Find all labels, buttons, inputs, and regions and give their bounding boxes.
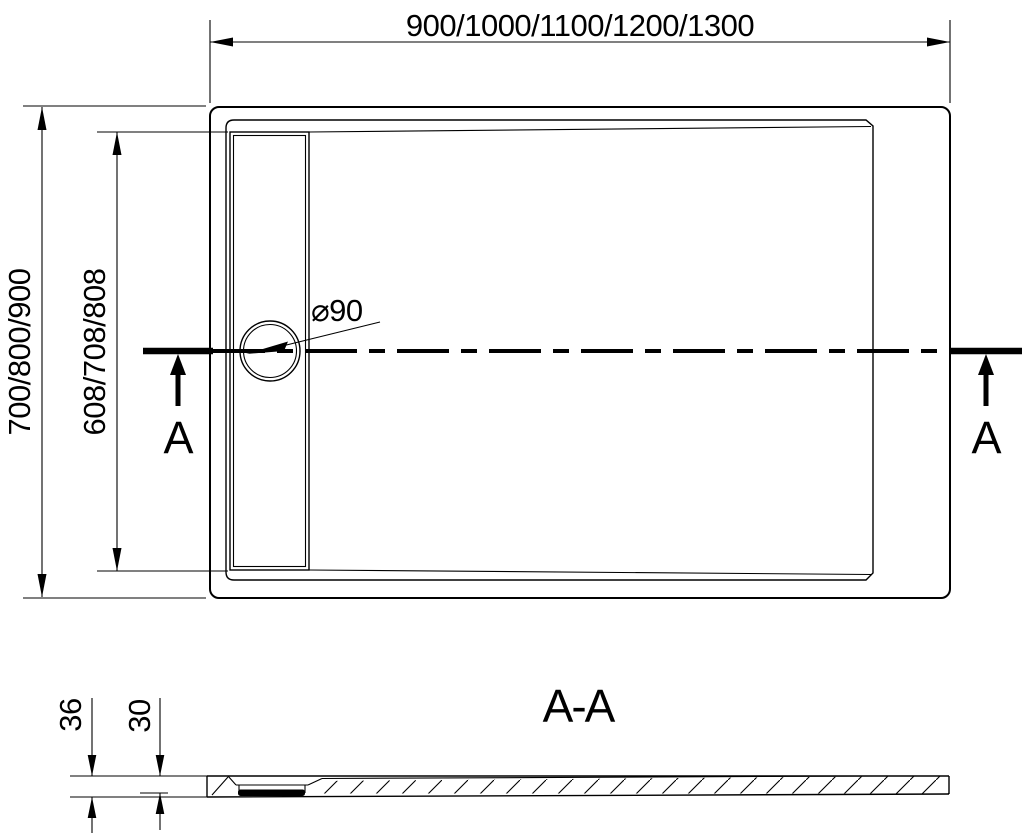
drain: ⌀90 xyxy=(239,293,381,382)
section-marker-left-label: A xyxy=(163,412,193,463)
inner-height-label: 30 xyxy=(122,699,157,733)
arrowhead-left xyxy=(210,37,233,47)
hatch-line-left-block xyxy=(211,776,229,796)
inner-height-dimension-label: 608/708/808 xyxy=(77,269,112,436)
section-arrowhead xyxy=(978,354,994,375)
section-view: A-A 36 30 xyxy=(53,680,950,833)
total-height-label: 36 xyxy=(53,698,88,731)
height-dimension: 700/800/900 xyxy=(2,105,206,599)
arrowhead-top xyxy=(37,107,47,130)
drain-funnel-slope xyxy=(227,775,237,786)
drain-diameter-label: ⌀90 xyxy=(311,293,363,328)
arrowhead-up xyxy=(155,793,165,814)
bottom-line xyxy=(206,793,950,798)
width-dimension-label: 900/1000/1100/1200/1300 xyxy=(406,8,754,43)
arrowhead-bottom xyxy=(37,574,47,597)
section-marker-right-label: A xyxy=(971,412,1001,463)
section-arrowhead xyxy=(170,354,186,375)
floor-slope-line-top xyxy=(308,125,872,133)
plan-view: 900/1000/1100/1200/1300 700/800/900 608/… xyxy=(2,8,1022,599)
section-title: A-A xyxy=(543,680,616,732)
arrowhead-down xyxy=(155,755,165,776)
width-dimension: 900/1000/1100/1200/1300 xyxy=(209,8,951,103)
height-dimension-label: 700/800/900 xyxy=(2,268,37,435)
tray-rim-inner-edge xyxy=(225,119,874,581)
arrowhead-up xyxy=(87,797,97,818)
inner-height-dimension: 608/708/808 xyxy=(77,131,228,572)
arrowhead-right xyxy=(927,37,950,47)
section-marker-right: A xyxy=(971,354,1002,463)
arrowhead-bottom xyxy=(112,548,122,571)
arrowhead-down xyxy=(87,755,97,776)
hatched-cross-section xyxy=(318,776,949,794)
total-height-dimension: 36 xyxy=(53,698,207,833)
section-profile xyxy=(206,775,950,798)
arrowhead-top xyxy=(112,132,122,155)
inner-height-dimension-section: 30 xyxy=(122,698,168,830)
floor-slope-line-bottom xyxy=(308,569,872,576)
section-marker-left: A xyxy=(163,354,194,463)
drain-exit-slope xyxy=(307,778,323,786)
drain-cover-plate xyxy=(238,789,305,796)
floor-slope-line xyxy=(321,775,874,780)
